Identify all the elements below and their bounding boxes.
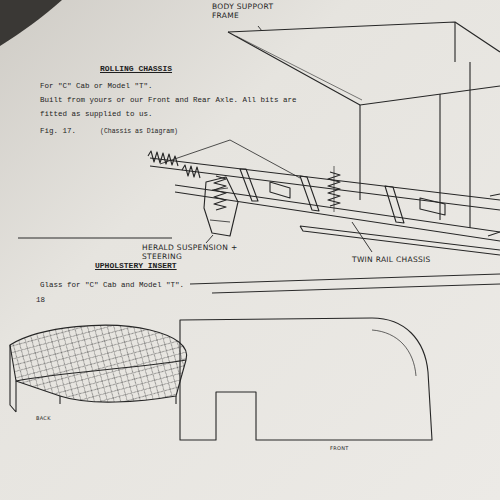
body-text: Glass for "C" Cab and Model "T". xyxy=(40,281,184,290)
bucket-seat xyxy=(10,325,187,402)
leader-line xyxy=(206,235,213,243)
part-label: BODY SUPPORT FRAME xyxy=(212,3,302,20)
front-spring xyxy=(148,151,178,166)
panel-curve xyxy=(372,330,416,376)
view-label: BACK xyxy=(36,416,51,422)
cross-member xyxy=(300,176,319,211)
leader-lines xyxy=(206,26,372,252)
section-heading: ROLLING CHASSIS xyxy=(100,64,172,73)
figure-number: Fig. 17. xyxy=(40,127,76,136)
seat-edge xyxy=(16,360,186,381)
part-label: HERALD SUSPENSION + STEERING xyxy=(142,244,260,261)
brackets xyxy=(270,182,445,215)
leader-line xyxy=(352,222,372,252)
frame-top xyxy=(228,22,500,52)
rear-hub xyxy=(488,194,500,236)
rolling-chassis-drawing xyxy=(148,22,500,255)
page-corner-shadow xyxy=(0,0,62,46)
section-heading: UPHOLSTERY INSERT xyxy=(95,261,177,270)
herald-upright xyxy=(204,177,238,236)
damper-rod xyxy=(334,166,335,212)
body-text: Built from yours or our Front and Rear A… xyxy=(40,96,297,105)
rule xyxy=(212,284,500,293)
steering-rod xyxy=(160,140,300,178)
figure-number: 18 xyxy=(36,296,45,305)
upholstery-drawing xyxy=(10,318,432,440)
frame-posts xyxy=(360,22,470,228)
body-text: fitted as supplied to us. xyxy=(40,110,153,119)
part-label: TWIN RAIL CHASSIS xyxy=(352,256,431,265)
floor-panel xyxy=(300,226,500,255)
herald-spring xyxy=(214,176,226,210)
side-panel xyxy=(180,318,432,440)
rule xyxy=(18,238,172,239)
leader-line xyxy=(258,26,262,31)
figure-note: (Chassis as Diagram) xyxy=(100,128,178,135)
front-spring xyxy=(182,165,200,178)
cross-member xyxy=(385,186,404,223)
frame-front xyxy=(228,32,500,105)
frame-edge xyxy=(236,36,362,100)
seat-legs xyxy=(10,345,176,412)
view-label: FRONT xyxy=(330,446,349,452)
body-text: For "C" Cab or Model "T". xyxy=(40,82,153,91)
rule xyxy=(190,274,500,284)
cross-member xyxy=(240,169,258,201)
rules xyxy=(18,238,500,293)
upper-rail xyxy=(150,158,500,210)
